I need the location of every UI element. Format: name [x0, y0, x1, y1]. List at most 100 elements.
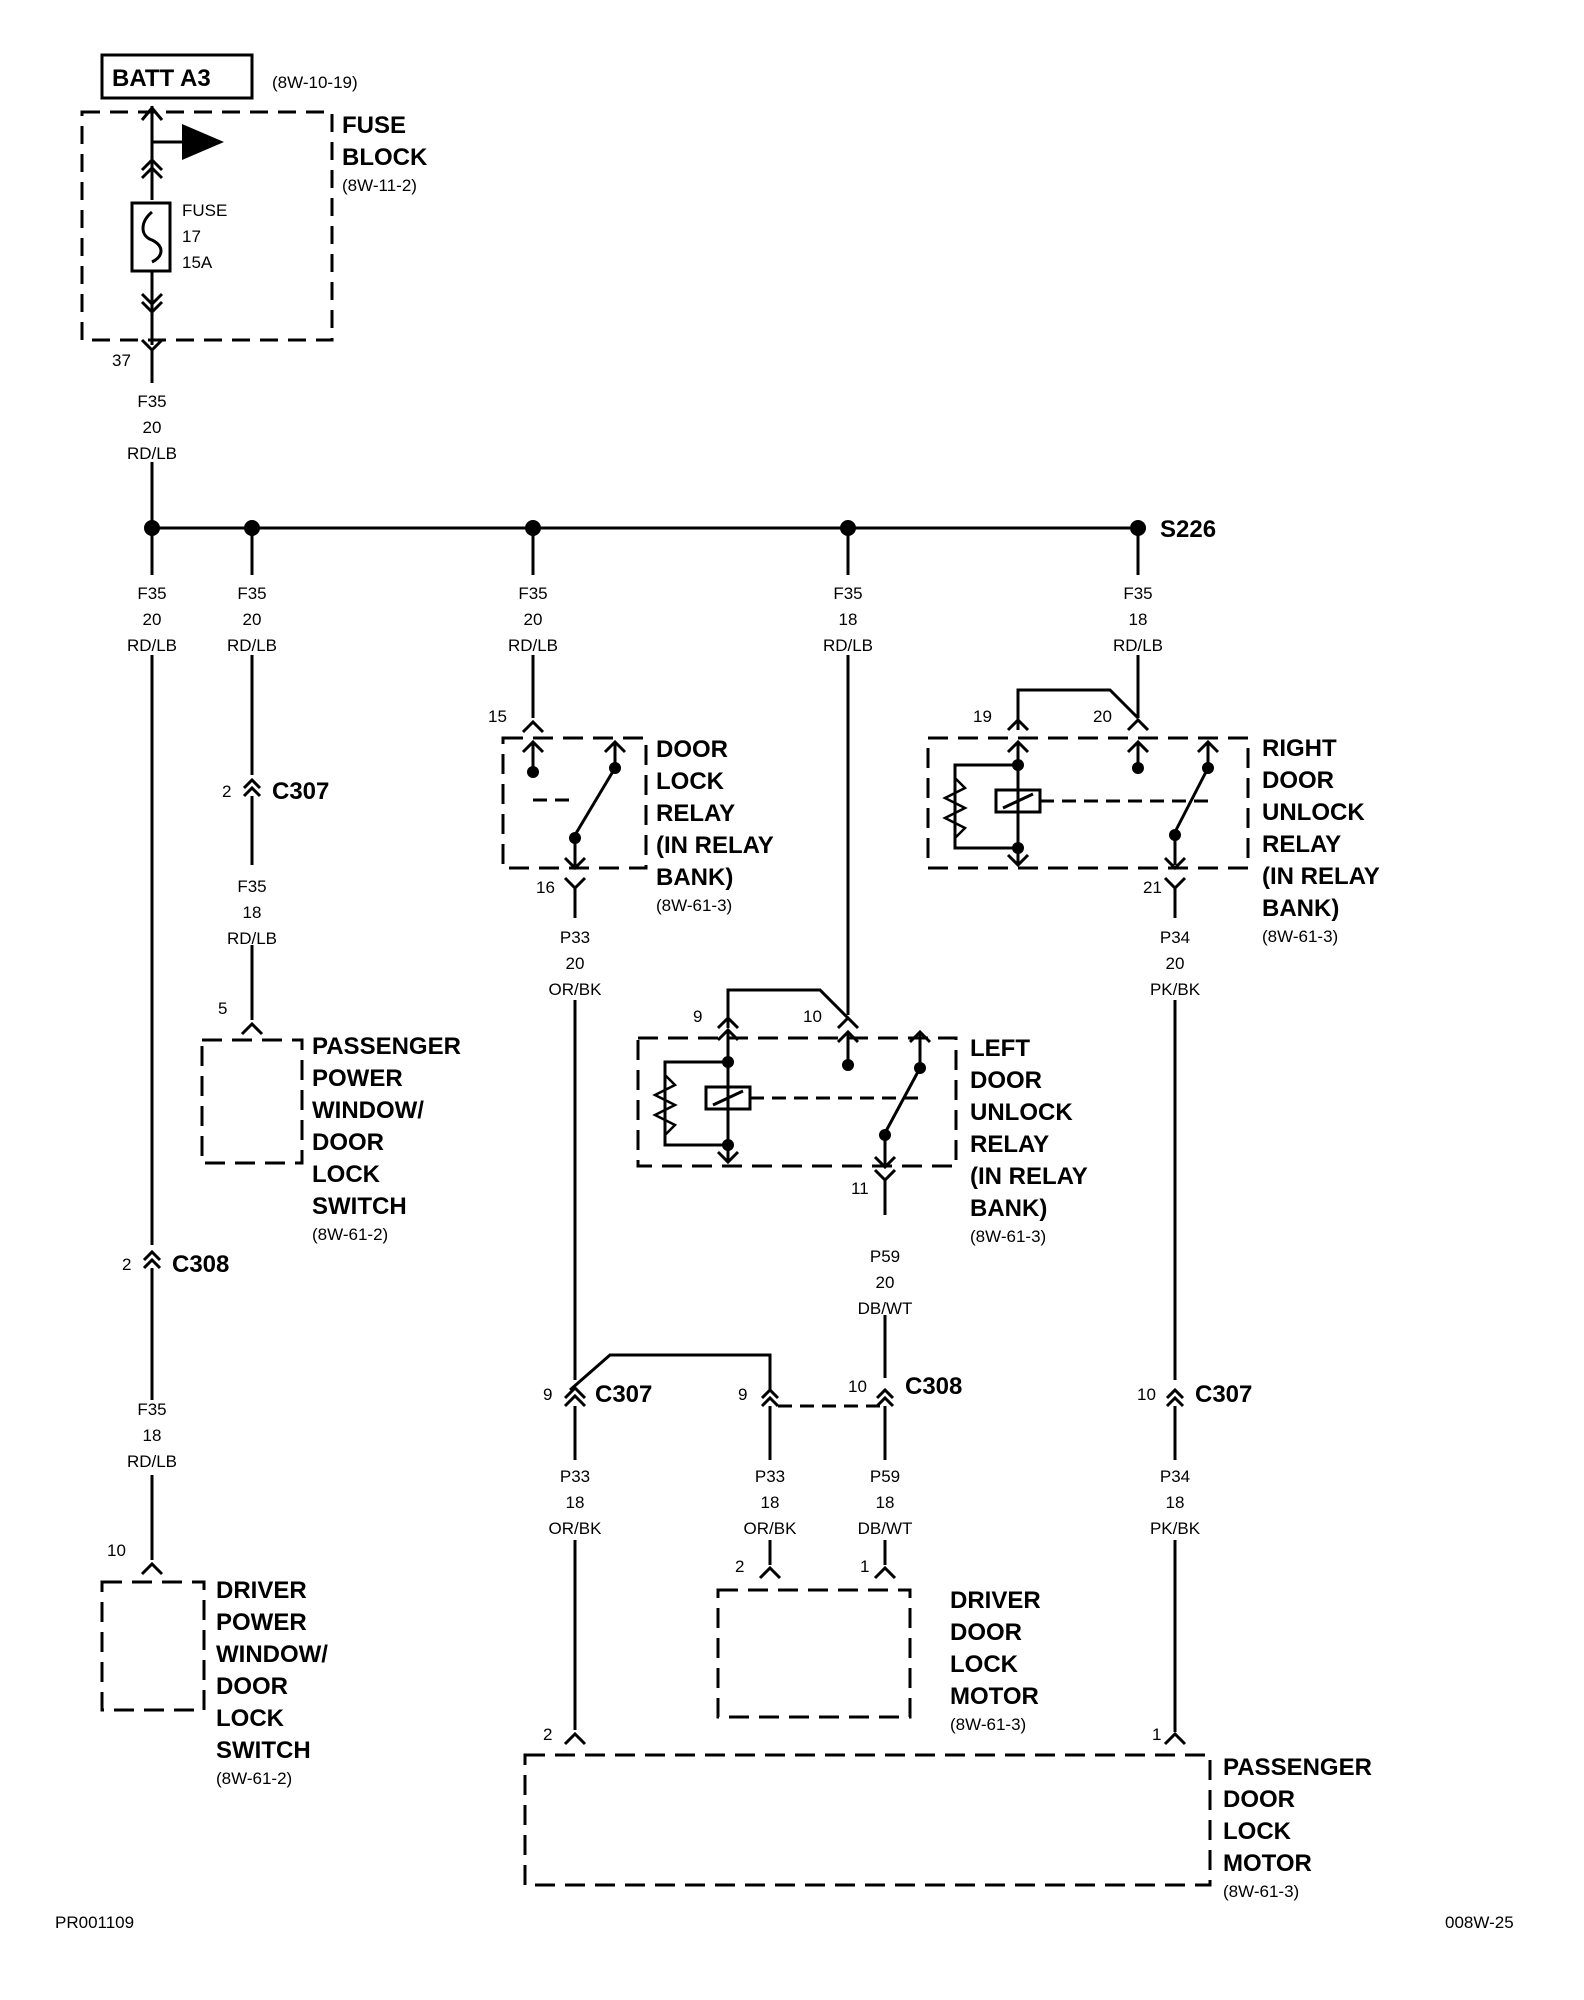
splice-dot — [244, 520, 260, 536]
wire-color: RD/LB — [227, 636, 277, 655]
right-unlock-relay-box — [926, 736, 1250, 870]
pass-switch-title-6: SWITCH — [312, 1193, 407, 1220]
switch-pin: 5 — [218, 999, 227, 1018]
motor-pin: 2 — [735, 1557, 744, 1576]
wire-gauge: 18 — [1166, 1493, 1185, 1512]
splice-label: S226 — [1160, 516, 1216, 543]
wire-color: DB/WT — [858, 1519, 913, 1538]
pass-switch-title-1: PASSENGER — [312, 1033, 461, 1060]
left-relay-title-1: LEFT — [970, 1035, 1030, 1062]
drv-switch-title-6: SWITCH — [216, 1737, 311, 1764]
right-relay-title-4: RELAY — [1262, 831, 1341, 858]
wire-circuit: P34 — [1160, 928, 1190, 947]
drv-motor-title-4: MOTOR — [950, 1683, 1039, 1710]
fuse-out-pin: 37 — [112, 351, 131, 370]
wire-gauge: 18 — [143, 1426, 162, 1445]
relay-pin: 15 — [488, 707, 507, 726]
drv-motor-title-1: DRIVER — [950, 1587, 1041, 1614]
wire-color: DB/WT — [858, 1299, 913, 1318]
wire-circuit: P59 — [870, 1467, 900, 1486]
door-lock-relay-title-1: DOOR — [656, 736, 728, 763]
connector-pin: 10 — [848, 1377, 867, 1396]
pass-switch-title-2: POWER — [312, 1065, 403, 1092]
wire-circuit: P34 — [1160, 1467, 1190, 1486]
right-relay-title-6: BANK) — [1262, 895, 1339, 922]
connector-pin: 10 — [1137, 1385, 1156, 1404]
footer-right-code: 008W-25 — [1445, 1913, 1514, 1932]
wire-circuit: F35 — [833, 584, 862, 603]
wire-color: RD/LB — [1113, 636, 1163, 655]
pass-motor-title-1: PASSENGER — [1223, 1754, 1372, 1781]
wire-color: RD/LB — [508, 636, 558, 655]
fuse-block-title-2: BLOCK — [342, 144, 428, 171]
wire-color: RD/LB — [127, 636, 177, 655]
left-relay-ref: (8W-61-3) — [970, 1227, 1046, 1246]
relay-pin: 16 — [536, 878, 555, 897]
door-lock-relay-title-4: (IN RELAY — [656, 832, 774, 859]
fuse-block-box — [80, 110, 334, 342]
battery-box — [100, 53, 254, 100]
wire-gauge: 18 — [761, 1493, 780, 1512]
drv-motor-ref: (8W-61-3) — [950, 1715, 1026, 1734]
left-relay-title-6: BANK) — [970, 1195, 1047, 1222]
left-relay-title-4: RELAY — [970, 1131, 1049, 1158]
wire-gauge: 20 — [143, 610, 162, 629]
relay-pin: 10 — [803, 1007, 822, 1026]
right-relay-ref: (8W-61-3) — [1262, 927, 1338, 946]
wire-circuit: F35 — [137, 1400, 166, 1419]
motor-pin: 1 — [1152, 1725, 1161, 1744]
pass-switch-ref: (8W-61-2) — [312, 1225, 388, 1244]
wire-color: RD/LB — [127, 1452, 177, 1471]
wire-circuit: F35 — [518, 584, 547, 603]
right-relay-title-2: DOOR — [1262, 767, 1334, 794]
relay-pin: 19 — [973, 707, 992, 726]
wire-color: RD/LB — [127, 444, 177, 463]
drv-motor-title-3: LOCK — [950, 1651, 1019, 1678]
wire-circuit: P33 — [560, 928, 590, 947]
right-relay-title-1: RIGHT — [1262, 735, 1337, 762]
pass-switch-title-4: DOOR — [312, 1129, 384, 1156]
wire-gauge: 20 — [1166, 954, 1185, 973]
wire-gauge: 18 — [839, 610, 858, 629]
wire-color: OR/BK — [549, 1519, 603, 1538]
connector-pin: 9 — [738, 1385, 747, 1404]
wire-circuit: F35 — [137, 392, 166, 411]
drv-switch-title-1: DRIVER — [216, 1577, 307, 1604]
left-relay-title-3: UNLOCK — [970, 1099, 1073, 1126]
connector-c308-label: C308 — [172, 1251, 229, 1278]
fuse-label: FUSE — [182, 201, 227, 220]
wire-color: PK/BK — [1150, 980, 1201, 999]
wire-gauge: 20 — [876, 1273, 895, 1292]
pass-motor-title-3: LOCK — [1223, 1818, 1292, 1845]
driver-switch-box — [100, 1580, 206, 1712]
wire-color: PK/BK — [1150, 1519, 1201, 1538]
motor-pin: 1 — [860, 1557, 869, 1576]
door-lock-relay-ref: (8W-61-3) — [656, 896, 732, 915]
connector-pin: 2 — [222, 782, 231, 801]
connector-c308-label: C308 — [905, 1373, 962, 1400]
switch-pin: 10 — [107, 1541, 126, 1560]
drv-switch-title-2: POWER — [216, 1609, 307, 1636]
pass-switch-title-3: WINDOW/ — [312, 1097, 424, 1124]
wire-circuit: F35 — [237, 877, 266, 896]
wire-circuit: P33 — [560, 1467, 590, 1486]
wire-gauge: 20 — [143, 418, 162, 437]
passenger-motor-box — [523, 1753, 1212, 1887]
connector-c307-label: C307 — [272, 778, 329, 805]
pass-motor-title-4: MOTOR — [1223, 1850, 1312, 1877]
connector-c307-label: C307 — [595, 1381, 652, 1408]
fuse-block-title-1: FUSE — [342, 112, 406, 139]
pass-motor-title-2: DOOR — [1223, 1786, 1295, 1813]
relay-pin: 21 — [1143, 878, 1162, 897]
door-lock-relay-title-3: RELAY — [656, 800, 735, 827]
fuse-rating: 15A — [182, 253, 213, 272]
drv-switch-ref: (8W-61-2) — [216, 1769, 292, 1788]
footer-left-code: PR001109 — [55, 1913, 134, 1932]
drv-switch-title-3: WINDOW/ — [216, 1641, 328, 1668]
right-relay-title-3: UNLOCK — [1262, 799, 1365, 826]
drv-switch-title-4: DOOR — [216, 1673, 288, 1700]
door-lock-relay-title-2: LOCK — [656, 768, 725, 795]
wire-color: RD/LB — [227, 929, 277, 948]
wire-circuit: P33 — [755, 1467, 785, 1486]
